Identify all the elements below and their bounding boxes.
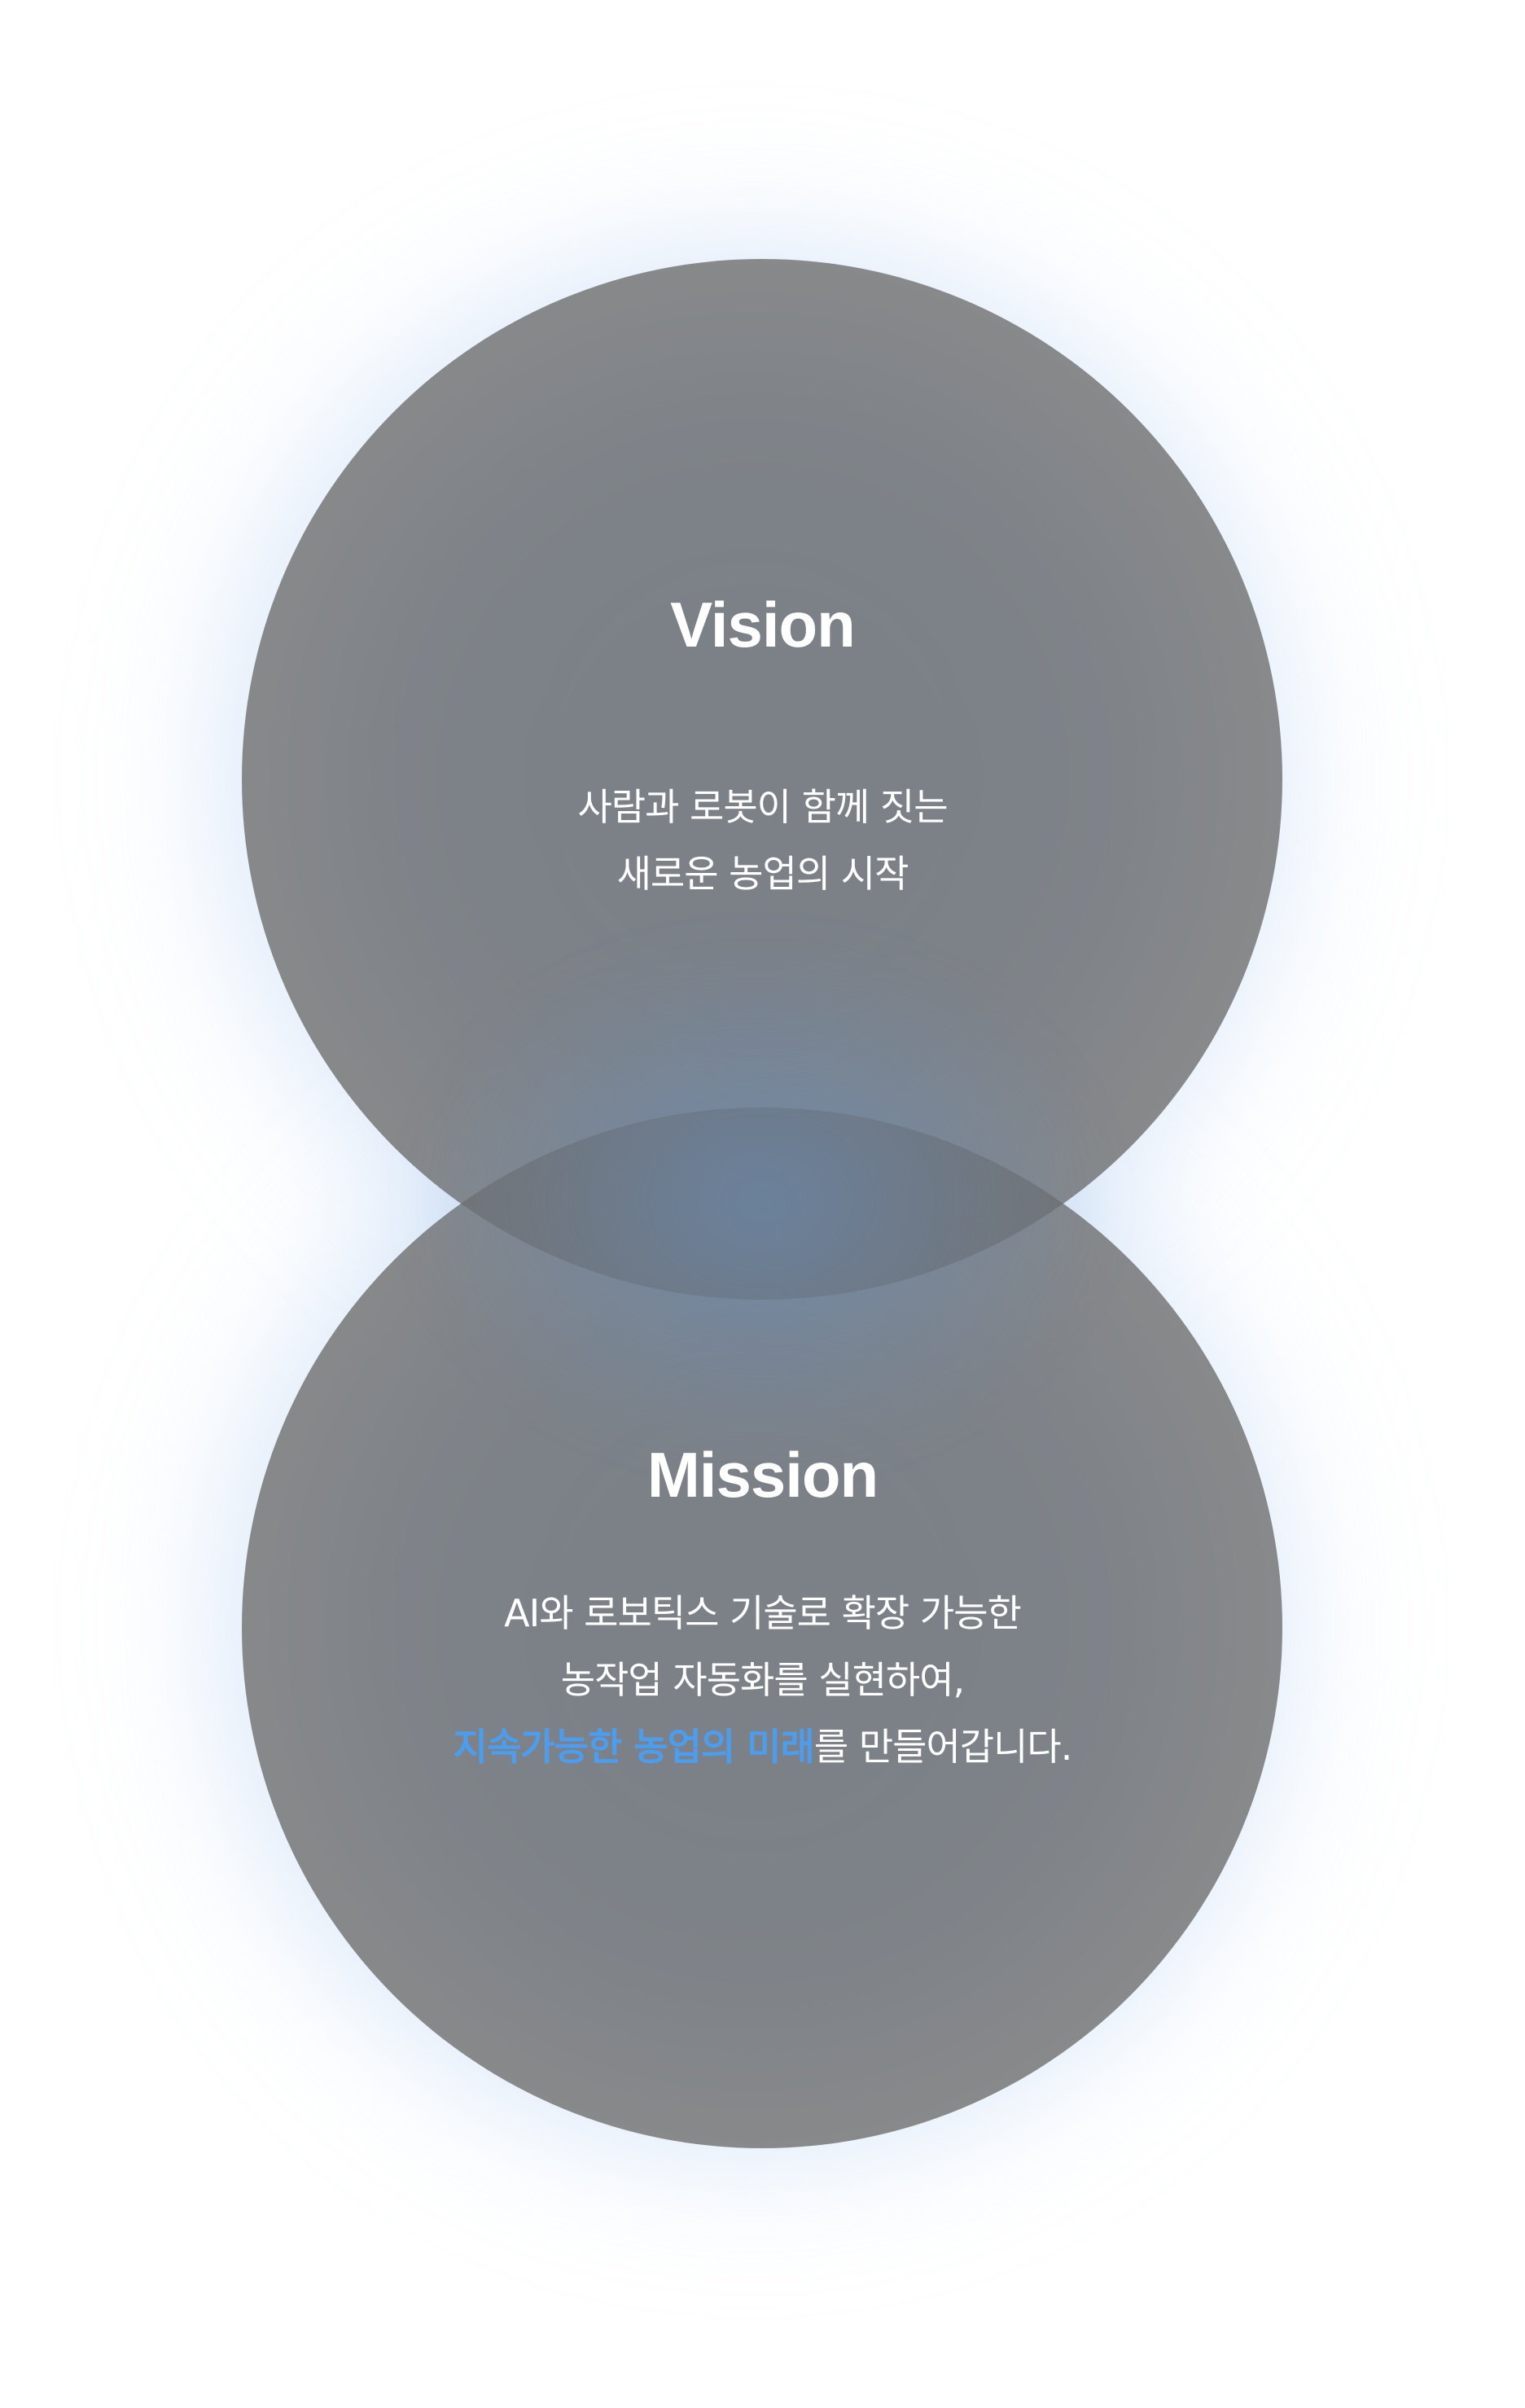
vision-line-1: 사람과 로봇이 함께 짓는 <box>577 785 948 829</box>
vision-title: Vision <box>670 589 856 660</box>
vision-block: Vision <box>0 588 1525 662</box>
mission-line-3-rest: 를 만들어갑니다. <box>813 1725 1072 1769</box>
vision-description: 사람과 로봇이 함께 짓는 새로운 농업의 시작 <box>0 774 1525 907</box>
mission-line-3: 지속가능한 농업의 미래를 만들어갑니다. <box>0 1713 1525 1780</box>
vision-line-2: 새로운 농업의 시작 <box>616 852 909 896</box>
mission-line-1: AI와 로보틱스 기술로 확장 가능한 <box>504 1591 1022 1635</box>
mission-block: Mission <box>0 1438 1525 1512</box>
mission-line-2: 농작업 자동화를 실현하여, <box>560 1658 965 1702</box>
mission-highlight: 지속가능한 농업의 미래 <box>453 1725 815 1769</box>
mission-circle <box>242 1108 1282 2148</box>
mission-title: Mission <box>646 1439 879 1511</box>
mission-description: AI와 로보틱스 기술로 확장 가능한 농작업 자동화를 실현하여, 지속가능한… <box>0 1580 1525 1780</box>
